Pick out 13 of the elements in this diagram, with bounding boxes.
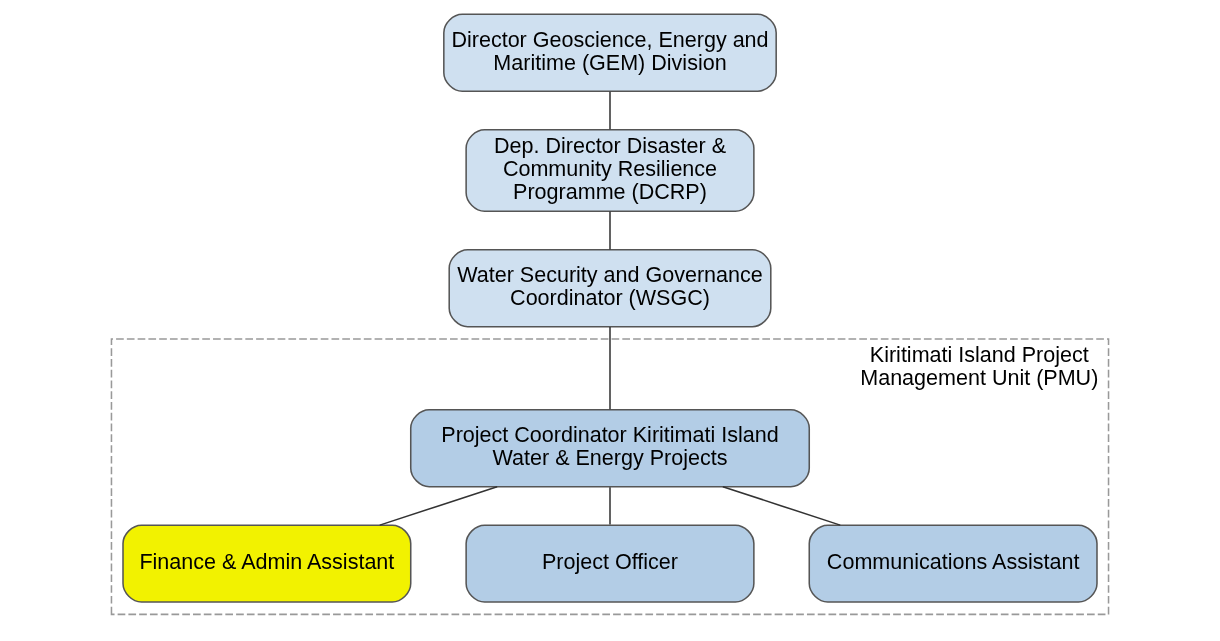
connector [609,486,611,526]
node-box: Project Officer [465,524,755,603]
node-box: Director Geoscience, Energy and Maritime (GEM) Division [443,13,777,92]
connector [609,210,611,251]
node-box: Dep. Director Disaster & Community Resilience Programme (DCRP) [465,128,755,212]
node-box: Water Security and Governance Coordinator (WSGC) [448,248,772,328]
node-box: Finance & Admin Assistant [122,524,412,603]
node-box: Communications Assistant [808,524,1098,603]
connector [722,485,841,526]
connector [609,326,611,410]
connector [609,91,611,131]
node-box: Project Coordinator Kiritimati Island Water & Energy Projects [409,408,811,488]
connector [379,485,498,526]
